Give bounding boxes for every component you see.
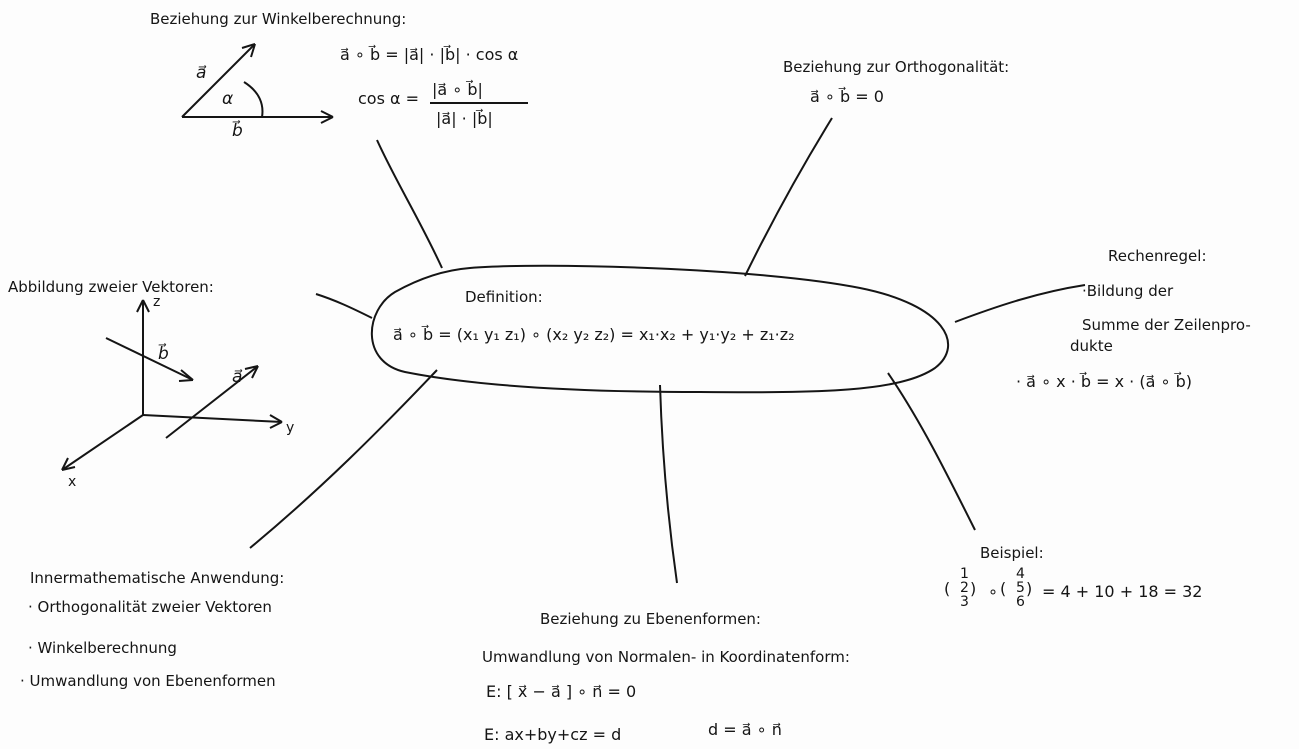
innermath-item-1: · Orthogonalität zweier Vektoren bbox=[28, 598, 272, 616]
connector-abbildung bbox=[315, 293, 373, 319]
svg-text:6: 6 bbox=[1016, 594, 1025, 610]
angle-label-b: b⃗ bbox=[232, 119, 243, 141]
orthogonal-title: Beziehung zur Orthogonalität: bbox=[783, 58, 1009, 76]
coordinate-system bbox=[61, 299, 283, 471]
vector-a-label: a⃗ bbox=[232, 367, 243, 387]
innermath-item-2: · Winkelberechnung bbox=[28, 639, 177, 657]
beispiel-title: Beispiel: bbox=[980, 544, 1044, 562]
svg-text:): ) bbox=[970, 579, 976, 598]
vector-b-label: b⃗ bbox=[158, 342, 169, 364]
connector-rechenregel bbox=[954, 284, 1086, 323]
connector-orthogonal bbox=[744, 117, 833, 277]
rechenregel-line-1: ·Bildung der bbox=[1082, 282, 1174, 300]
winkel-title: Beziehung zur Winkelberechnung: bbox=[150, 10, 406, 28]
rechenregel-formula: · a⃗ ∘ x · b⃗ = x · (a⃗ ∘ b⃗) bbox=[1016, 371, 1192, 391]
ebenen-subtitle: Umwandlung von Normalen- in Koordinatenf… bbox=[482, 648, 850, 666]
winkel-cos-lhs: cos α = bbox=[358, 89, 419, 108]
center-formula: a⃗ ∘ b⃗ = (x₁ y₁ z₁) ∘ (x₂ y₂ z₂) = x₁·x… bbox=[393, 324, 795, 344]
ebenen-formula-1: E: [ x⃗ − a⃗ ] ∘ n⃗ = 0 bbox=[486, 682, 636, 701]
beispiel-vector-1: ( 1 2 3 ) bbox=[944, 566, 976, 610]
innermath-item-3: · Umwandlung von Ebenenformen bbox=[20, 672, 276, 690]
rechenregel-title: Rechenregel: bbox=[1108, 247, 1207, 265]
axis-z-label: z bbox=[153, 294, 160, 310]
orthogonal-formula: a⃗ ∘ b⃗ = 0 bbox=[810, 86, 884, 106]
connector-lines bbox=[249, 117, 1086, 584]
rechenregel-line-2: Summe der Zeilenpro- bbox=[1082, 316, 1251, 334]
beispiel-vector-2: ( 4 5 6 ) bbox=[1000, 566, 1032, 610]
ebenen-formula-3: d = a⃗ ∘ n⃗ bbox=[708, 720, 782, 739]
rechenregel-line-3: dukte bbox=[1070, 337, 1113, 355]
center-ellipse bbox=[370, 264, 950, 394]
angle-label-a: a⃗ bbox=[196, 63, 207, 83]
axis-x-label: x bbox=[68, 474, 76, 490]
svg-text:): ) bbox=[1026, 579, 1032, 598]
axis-y-label: y bbox=[286, 420, 294, 436]
center-title: Definition: bbox=[465, 288, 543, 306]
connector-innermath bbox=[249, 369, 438, 549]
svg-text:∘: ∘ bbox=[988, 582, 998, 601]
connector-winkel bbox=[376, 139, 443, 269]
beispiel-result: = 4 + 10 + 18 = 32 bbox=[1042, 582, 1202, 601]
angle-diagram bbox=[181, 43, 334, 124]
svg-text:(: ( bbox=[944, 579, 950, 598]
svg-text:1: 1 bbox=[960, 566, 969, 582]
svg-text:(: ( bbox=[1000, 579, 1006, 598]
connector-beispiel bbox=[887, 372, 976, 531]
svg-text:4: 4 bbox=[1016, 566, 1025, 582]
ebenen-title: Beziehung zu Ebenenformen: bbox=[540, 610, 761, 628]
ebenen-formula-2: E: ax+by+cz = d bbox=[484, 725, 621, 744]
winkel-formula-1: a⃗ ∘ b⃗ = |a⃗| · |b⃗| · cos α bbox=[340, 44, 518, 64]
svg-text:5: 5 bbox=[1016, 580, 1025, 596]
innermath-title: Innermathematische Anwendung: bbox=[30, 569, 284, 587]
abbildung-title: Abbildung zweier Vektoren: bbox=[8, 278, 214, 296]
svg-text:3: 3 bbox=[960, 594, 969, 610]
angle-label-alpha: α bbox=[222, 89, 233, 109]
svg-text:2: 2 bbox=[960, 580, 969, 596]
connector-ebenen bbox=[659, 384, 678, 584]
winkel-cos-denominator: |a⃗| · |b⃗| bbox=[436, 108, 493, 128]
winkel-cos-numerator: |a⃗ ∘ b⃗| bbox=[432, 79, 483, 99]
